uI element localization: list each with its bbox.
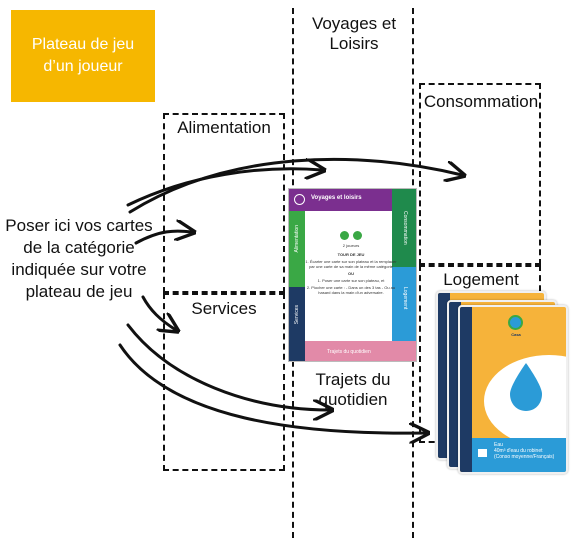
board-strip-services: Services bbox=[289, 287, 305, 361]
label-voyages: Voyages et Loisirs bbox=[311, 14, 397, 53]
title-box: Plateau de jeu d’un joueur bbox=[11, 10, 155, 102]
water-drop-icon bbox=[510, 363, 542, 411]
arrow-to-trajets bbox=[126, 323, 330, 410]
label-logement: Logement bbox=[443, 270, 519, 289]
card-logo-text: Casa bbox=[511, 332, 521, 337]
arrow-to-consommation bbox=[128, 157, 462, 214]
title-text: Plateau de jeu d’un joueur bbox=[31, 36, 135, 75]
zone-services bbox=[163, 293, 285, 471]
zone-consommation bbox=[419, 83, 541, 265]
zone-alimentation bbox=[163, 113, 285, 293]
arrow-to-logement bbox=[118, 343, 426, 433]
planet-logo-icon bbox=[508, 315, 523, 330]
board-strip-voyages: Voyages et loisirs bbox=[289, 189, 392, 211]
label-trajets: Trajets du quotidien bbox=[315, 370, 391, 409]
globe-icon bbox=[294, 194, 305, 205]
arrow-to-services bbox=[141, 295, 176, 330]
board-rules: 2 joueurs TOUR DE JEU 1. Écarter une car… bbox=[305, 231, 397, 295]
card-footer: Eau 40m³ d'eau du robinet (Conso moyenne… bbox=[472, 438, 566, 472]
label-consommation: Consommation bbox=[423, 92, 539, 111]
label-services: Services bbox=[191, 299, 257, 318]
board-strip-logement: Logement bbox=[392, 267, 416, 341]
instruction-text: Poser ici vos cartes de la catégorie ind… bbox=[5, 216, 153, 301]
board-strip-alimentation: Alimentation bbox=[289, 211, 305, 287]
board-image: Voyages et loisirs Consommation Alimenta… bbox=[288, 188, 417, 362]
card-front: Casa Eau 40m³ d'eau du robinet (Conso mo… bbox=[458, 305, 568, 474]
arrow-to-voyages bbox=[126, 169, 322, 207]
arrow-to-alimentation bbox=[134, 231, 192, 245]
house-icon bbox=[478, 449, 487, 457]
label-alimentation: Alimentation bbox=[177, 118, 271, 137]
players-icon bbox=[340, 231, 362, 241]
board-strip-consommation: Consommation bbox=[392, 189, 416, 267]
board-strip-trajets: Trajets du quotidien bbox=[305, 341, 416, 361]
